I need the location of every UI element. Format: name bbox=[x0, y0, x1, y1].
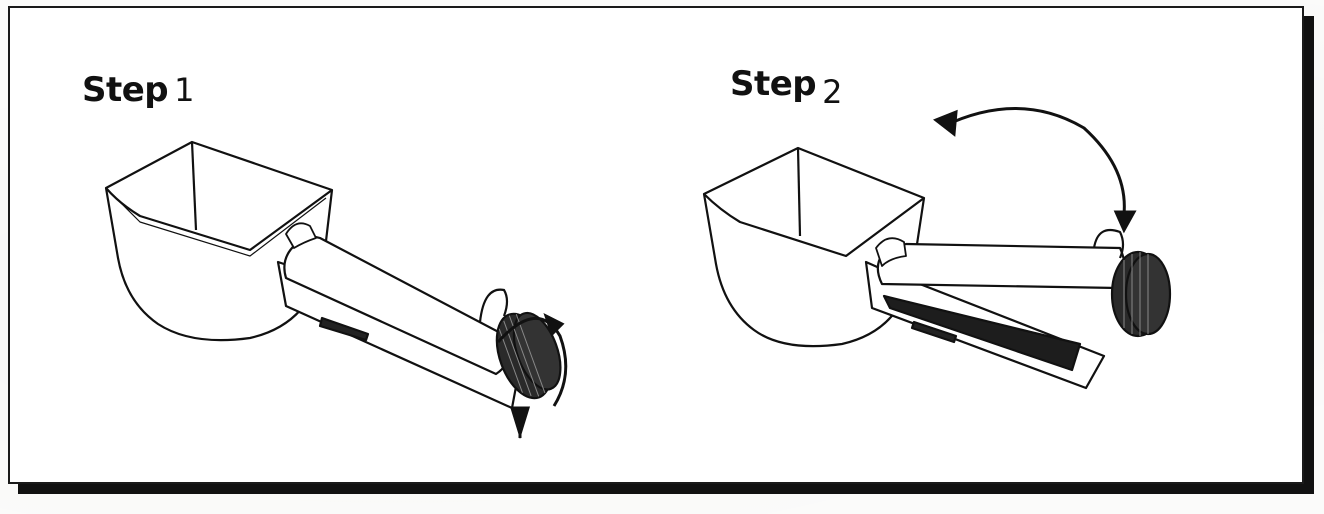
step-2-illustration bbox=[700, 98, 1200, 418]
step-1-number: 1 bbox=[174, 71, 194, 109]
swing-open-arrow-icon bbox=[936, 108, 1134, 230]
step-1-word: Step bbox=[82, 70, 168, 110]
knob bbox=[1112, 252, 1170, 336]
step-1-illustration bbox=[100, 138, 580, 448]
filter-tray bbox=[884, 296, 1080, 370]
filter-tube bbox=[878, 244, 1125, 288]
